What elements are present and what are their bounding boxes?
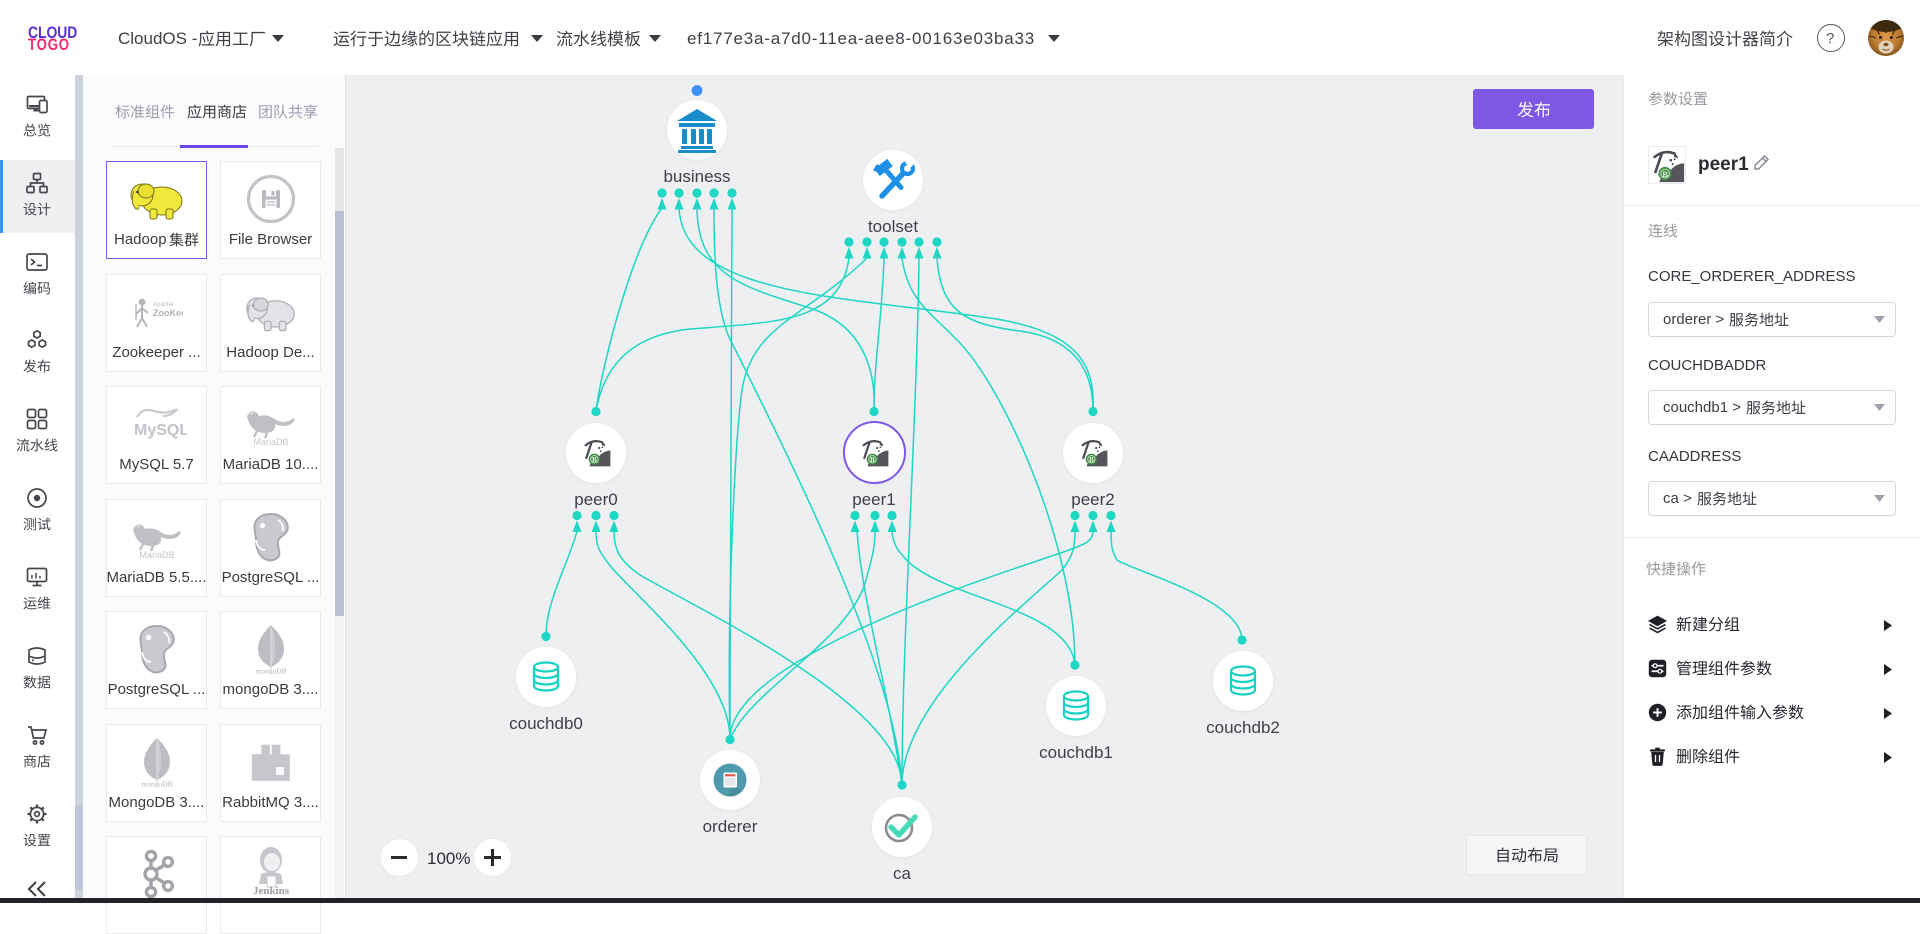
svg-text:ZooKeeper: ZooKeeper (153, 308, 183, 318)
svg-text:MariaDB: MariaDB (139, 550, 174, 559)
svg-text:mongoDB: mongoDB (141, 779, 172, 787)
svg-text:MariaDB: MariaDB (253, 437, 288, 446)
svg-text:Jenkins: Jenkins (252, 885, 289, 896)
svg-text:B: B (1089, 456, 1094, 464)
svg-text:B: B (1662, 169, 1668, 179)
svg-text:B: B (592, 456, 597, 464)
svg-text:MySQL: MySQL (134, 422, 187, 439)
svg-text:B: B (870, 456, 875, 464)
svg-text:Apache: Apache (153, 302, 174, 308)
svg-text:mongoDB: mongoDB (255, 667, 286, 675)
